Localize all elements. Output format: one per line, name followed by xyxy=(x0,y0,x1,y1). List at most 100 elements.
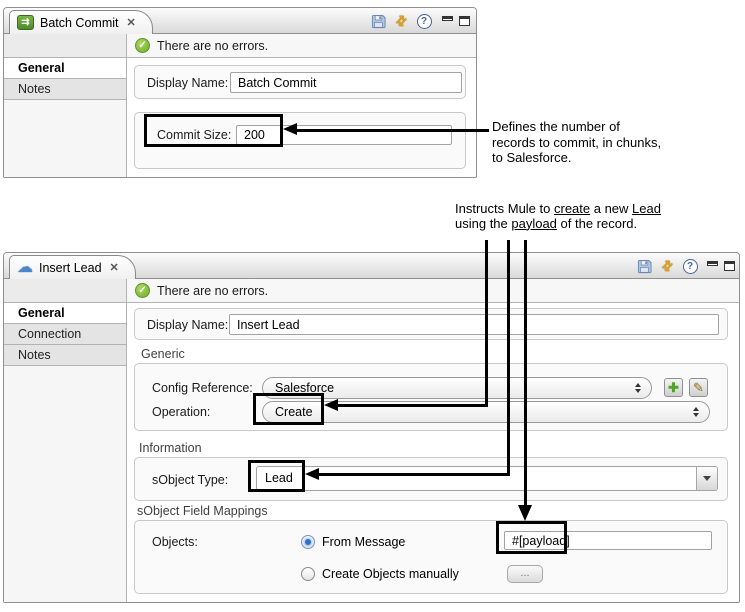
information-group: sObject Type: Lead xyxy=(134,457,728,501)
payload-input[interactable] xyxy=(504,531,712,550)
generic-group: Config Reference: Salesforce ✚ ✎ Operati… xyxy=(134,363,728,431)
annotation-line: Defines the number of xyxy=(492,119,620,134)
insert-lead-annotation: Instructs Mule to create a new Lead usin… xyxy=(455,201,661,231)
commit-size-annotation: Defines the number of records to commit,… xyxy=(492,119,661,166)
save-icon[interactable] xyxy=(636,258,652,274)
status-row-corner xyxy=(4,279,127,302)
display-name-input[interactable] xyxy=(229,314,719,335)
add-config-button[interactable]: ✚ xyxy=(664,378,683,397)
annotation-line: records to commit, in chunks, xyxy=(492,134,662,150)
section-mappings-label: sObject Field Mappings xyxy=(137,504,268,518)
objects-label: Objects: xyxy=(152,535,198,549)
status-row: ✓ There are no errors. xyxy=(4,279,739,303)
tab-title: Insert Lead xyxy=(39,260,102,275)
display-name-input[interactable] xyxy=(230,72,462,93)
salesforce-cloud-icon: ☁ xyxy=(17,258,33,276)
pencil-icon: ✎ xyxy=(693,380,704,395)
close-icon[interactable]: ✕ xyxy=(109,262,119,274)
sobject-arrowhead xyxy=(305,468,319,480)
create-objects-manually-radio[interactable] xyxy=(301,567,315,581)
no-errors-check-icon: ✓ xyxy=(135,38,150,53)
section-information-label: Information xyxy=(139,441,202,455)
help-icon[interactable]: ? xyxy=(682,258,698,274)
tab-insert-lead[interactable]: ☁ Insert Lead ✕ xyxy=(9,255,136,279)
section-generic-label: Generic xyxy=(141,347,185,361)
annotation-line: using the payload of the record. xyxy=(455,215,638,231)
close-icon[interactable]: ✕ xyxy=(126,17,136,29)
operation-label: Operation: xyxy=(152,405,211,419)
sobject-type-combo[interactable]: Lead xyxy=(256,466,718,491)
sobject-type-label: sObject Type: xyxy=(152,473,229,487)
batch-commit-view: ⇉ Batch Commit ✕ ⇄ ? xyxy=(3,7,477,178)
from-message-radio[interactable] xyxy=(301,535,315,549)
sidebar-item-general[interactable]: General xyxy=(4,303,126,324)
sidebar-item-connection[interactable]: Connection xyxy=(4,324,126,345)
property-tabs-sidebar: General Notes xyxy=(4,58,127,177)
sobject-arrow-vline xyxy=(507,240,510,476)
status-text: There are no errors. xyxy=(157,284,269,298)
operation-value: Create xyxy=(275,405,313,419)
save-icon-glyph xyxy=(637,259,652,273)
commit-size-arrowhead xyxy=(283,123,297,135)
payload-arrowhead xyxy=(518,505,532,521)
tab-bar: ☁ Insert Lead ✕ ⇄ ? xyxy=(4,253,739,279)
sidebar-item-notes[interactable]: Notes xyxy=(4,345,126,366)
payload-callout-box xyxy=(496,521,567,554)
sobject-type-value: Lead xyxy=(265,471,293,485)
maximize-glyph xyxy=(458,16,470,26)
commit-size-label: Commit Size: xyxy=(157,128,232,142)
status-text: There are no errors. xyxy=(157,39,269,53)
maximize-icon[interactable] xyxy=(721,258,737,274)
config-reference-label: Config Reference: xyxy=(152,381,253,395)
mappings-group: Objects: From Message Create Objects man… xyxy=(134,520,728,594)
display-name-group: Display Name: xyxy=(134,65,466,99)
property-tabs-sidebar: General Connection Notes xyxy=(4,303,127,602)
create-objects-manually-label: Create Objects manually xyxy=(322,567,459,581)
refresh-icon[interactable]: ⇄ xyxy=(391,11,410,30)
help-icon-glyph: ? xyxy=(682,258,698,274)
help-icon[interactable]: ? xyxy=(416,13,432,29)
plus-icon: ✚ xyxy=(668,380,679,395)
lead-callout-box xyxy=(248,460,305,492)
combo-spinner-icon xyxy=(693,407,699,417)
combo-spinner-icon xyxy=(635,383,641,393)
batch-commit-icon: ⇉ xyxy=(17,15,34,30)
payload-arrow-vline xyxy=(524,240,527,506)
config-reference-value: Salesforce xyxy=(275,381,335,395)
operation-arrow-vline xyxy=(485,240,488,407)
annotation-line: to Salesforce. xyxy=(492,150,572,165)
display-name-group: Display Name: xyxy=(134,308,728,340)
operation-arrow-hline xyxy=(338,404,488,407)
annotation-line: Instructs Mule to create a new Lead xyxy=(455,201,661,216)
sobject-arrow-hline xyxy=(319,473,510,476)
sidebar-item-general[interactable]: General xyxy=(4,58,126,79)
maximize-glyph xyxy=(723,261,735,271)
help-icon-glyph: ? xyxy=(416,13,432,29)
commit-size-callout-box xyxy=(144,114,283,147)
from-message-label: From Message xyxy=(322,535,406,549)
minimize-glyph xyxy=(441,15,453,21)
tab-title: Batch Commit xyxy=(40,15,119,30)
status-row-corner xyxy=(4,34,127,57)
commit-size-arrow-line xyxy=(297,129,489,132)
display-name-label: Display Name: xyxy=(147,318,229,332)
edit-config-button[interactable]: ✎ xyxy=(689,378,708,397)
refresh-icon-glyph: ⇄ xyxy=(391,11,410,30)
no-errors-check-icon: ✓ xyxy=(135,283,150,298)
browse-button[interactable]: ... xyxy=(507,565,543,583)
operation-arrowhead xyxy=(324,399,338,411)
dropdown-arrow-icon[interactable] xyxy=(696,467,717,490)
refresh-icon-glyph: ⇄ xyxy=(657,256,676,275)
minimize-icon[interactable] xyxy=(704,258,720,274)
minimize-icon[interactable] xyxy=(439,13,455,29)
config-reference-combo[interactable]: Salesforce xyxy=(262,377,652,399)
minimize-glyph xyxy=(706,260,718,266)
tab-batch-commit[interactable]: ⇉ Batch Commit ✕ xyxy=(9,10,153,34)
maximize-icon[interactable] xyxy=(456,13,472,29)
refresh-icon[interactable]: ⇄ xyxy=(657,256,676,275)
sidebar-item-notes[interactable]: Notes xyxy=(4,79,126,100)
save-icon[interactable] xyxy=(370,13,386,29)
tab-bar: ⇉ Batch Commit ✕ ⇄ ? xyxy=(4,8,476,34)
save-icon-glyph xyxy=(371,14,386,28)
